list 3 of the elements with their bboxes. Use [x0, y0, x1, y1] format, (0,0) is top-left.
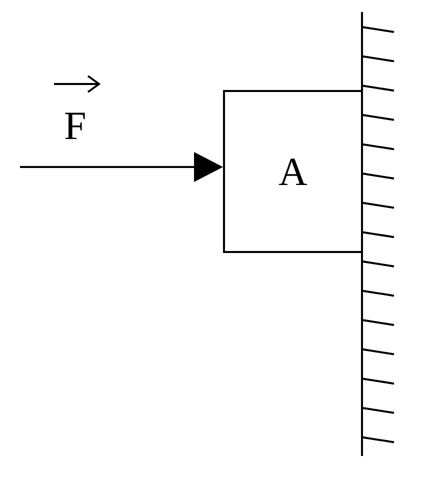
block-label: A	[278, 152, 308, 192]
block-box	[223, 90, 363, 253]
force-symbol: F	[64, 106, 86, 146]
